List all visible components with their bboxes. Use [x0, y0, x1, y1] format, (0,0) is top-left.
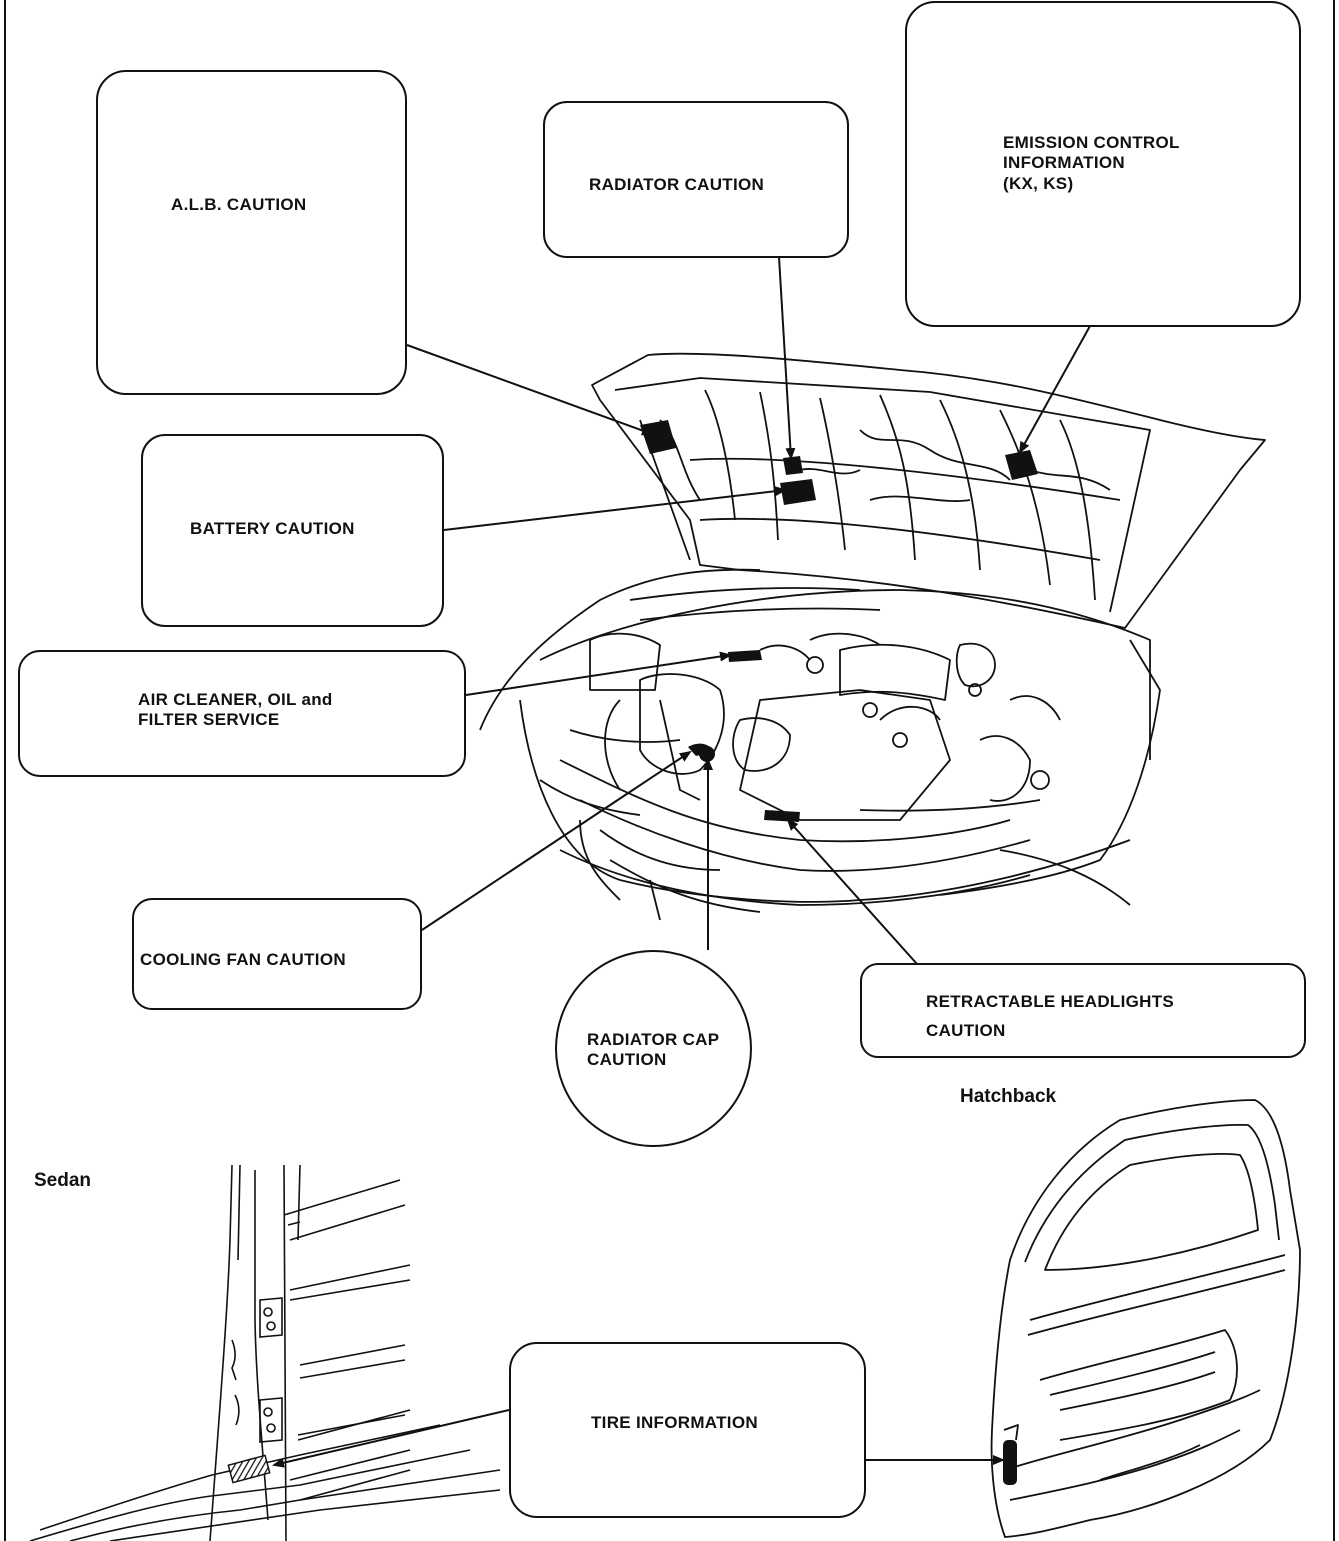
- label-patches: [640, 420, 1038, 822]
- alb-caution-label: A.L.B. CAUTION: [96, 70, 407, 395]
- sedan-pillar-illustration: [29, 1164, 501, 1541]
- tire-information-text: TIRE INFORMATION: [591, 1413, 758, 1432]
- retractable-headlights-text: RETRACTABLE HEADLIGHTS CAUTION: [926, 992, 1175, 1040]
- battery-caution-label: BATTERY CAUTION: [141, 434, 444, 627]
- radiator-patch: [783, 456, 803, 475]
- battery-caution-text: BATTERY CAUTION: [190, 519, 355, 538]
- air-cleaner-service-label: AIR CLEANER, OIL and FILTER SERVICE: [18, 650, 466, 777]
- cooling-fan-caution-label: COOLING FAN CAUTION: [132, 898, 422, 1010]
- cooling-fan-caution-text: COOLING FAN CAUTION: [140, 950, 346, 969]
- leader-lines: [272, 256, 1091, 1468]
- car-hood-illustration: [479, 352, 1266, 921]
- headlights-patch: [764, 810, 800, 822]
- tire-information-label: TIRE INFORMATION: [509, 1342, 866, 1518]
- air-cleaner-patch: [728, 650, 762, 662]
- radiator-cap-patch: [699, 746, 715, 762]
- hatchback-tire-label-patch: [1003, 1440, 1017, 1485]
- emission-patch: [1005, 450, 1038, 480]
- sedan-caption: Sedan: [34, 1170, 92, 1191]
- sedan-tire-label-patch: [227, 1454, 271, 1484]
- emission-control-text: EMISSION CONTROL INFORMATION (KX, KS): [1003, 133, 1180, 193]
- hatchback-door-illustration: [990, 1099, 1301, 1538]
- radiator-cap-caution-text: RADIATOR CAP CAUTION: [587, 1030, 720, 1070]
- radiator-caution-text: RADIATOR CAUTION: [589, 175, 765, 194]
- alb-caution-text: A.L.B. CAUTION: [171, 195, 307, 214]
- battery-patch: [780, 479, 816, 505]
- retractable-headlights-label: RETRACTABLE HEADLIGHTS CAUTION: [860, 963, 1306, 1058]
- air-cleaner-service-text: AIR CLEANER, OIL and FILTER SERVICE: [138, 690, 333, 730]
- page-frame: [4, 0, 1335, 1541]
- hatchback-caption: Hatchback: [960, 1086, 1057, 1107]
- alb-patch: [640, 420, 676, 454]
- radiator-caution-label: RADIATOR CAUTION: [543, 101, 849, 258]
- emission-control-label: EMISSION CONTROL INFORMATION (KX, KS): [905, 1, 1301, 327]
- radiator-cap-caution-label: RADIATOR CAP CAUTION: [555, 950, 752, 1147]
